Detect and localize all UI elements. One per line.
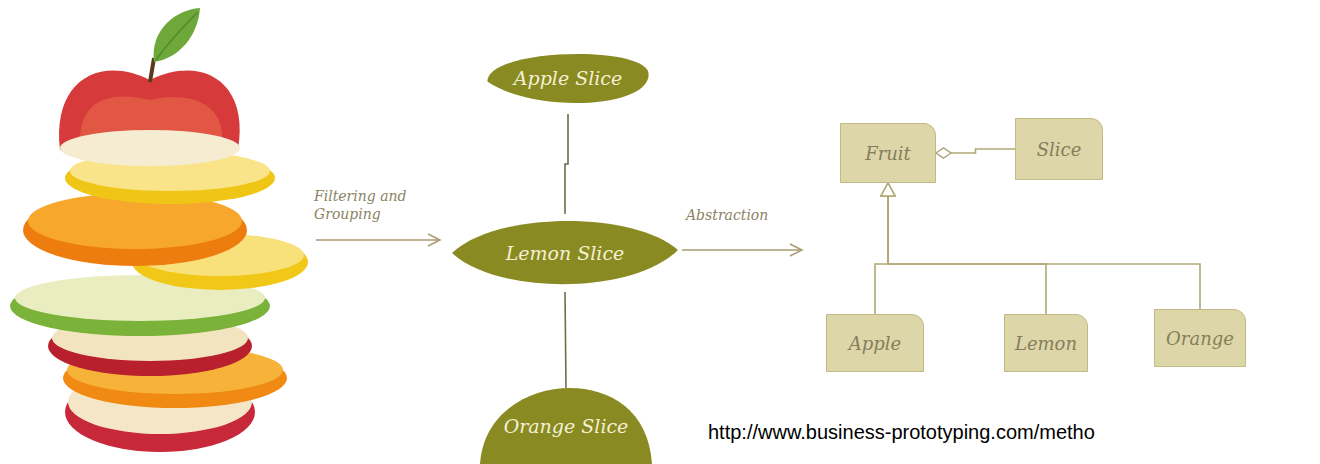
class-box: Apple [826, 314, 924, 372]
node-text: Lemon [1015, 333, 1077, 354]
fruit-photo [0, 0, 320, 464]
source-url: http://www.business-prototyping.com/meth… [708, 421, 1095, 444]
generalization-line [888, 183, 1046, 314]
step-label: Abstraction [686, 206, 768, 224]
class-box: Slice [1015, 118, 1103, 180]
node-text: Fruit [865, 143, 911, 164]
node-text: Lemon Slice [506, 242, 625, 264]
generalization-line [888, 183, 1200, 309]
generalization-line [875, 183, 888, 314]
orange-slice-leaf: Orange Slice [480, 388, 652, 464]
class-box: Orange [1154, 309, 1246, 367]
node-text: Orange Slice [504, 415, 629, 437]
class-box: Lemon [1004, 314, 1088, 372]
class-box: Fruit [840, 123, 936, 183]
node-text: Orange [1166, 328, 1234, 349]
aggregation-line [936, 149, 1015, 153]
group-line [565, 292, 566, 388]
lemon-slice-leaf: Lemon Slice [452, 214, 678, 292]
node-text: Apple Slice [514, 67, 622, 89]
group-line [565, 114, 568, 214]
node-text: Slice [1037, 139, 1082, 160]
node-text: Apple [849, 333, 901, 354]
apple-slice-leaf: Apple Slice [484, 42, 652, 114]
step-label: Filtering and Grouping [314, 187, 410, 223]
